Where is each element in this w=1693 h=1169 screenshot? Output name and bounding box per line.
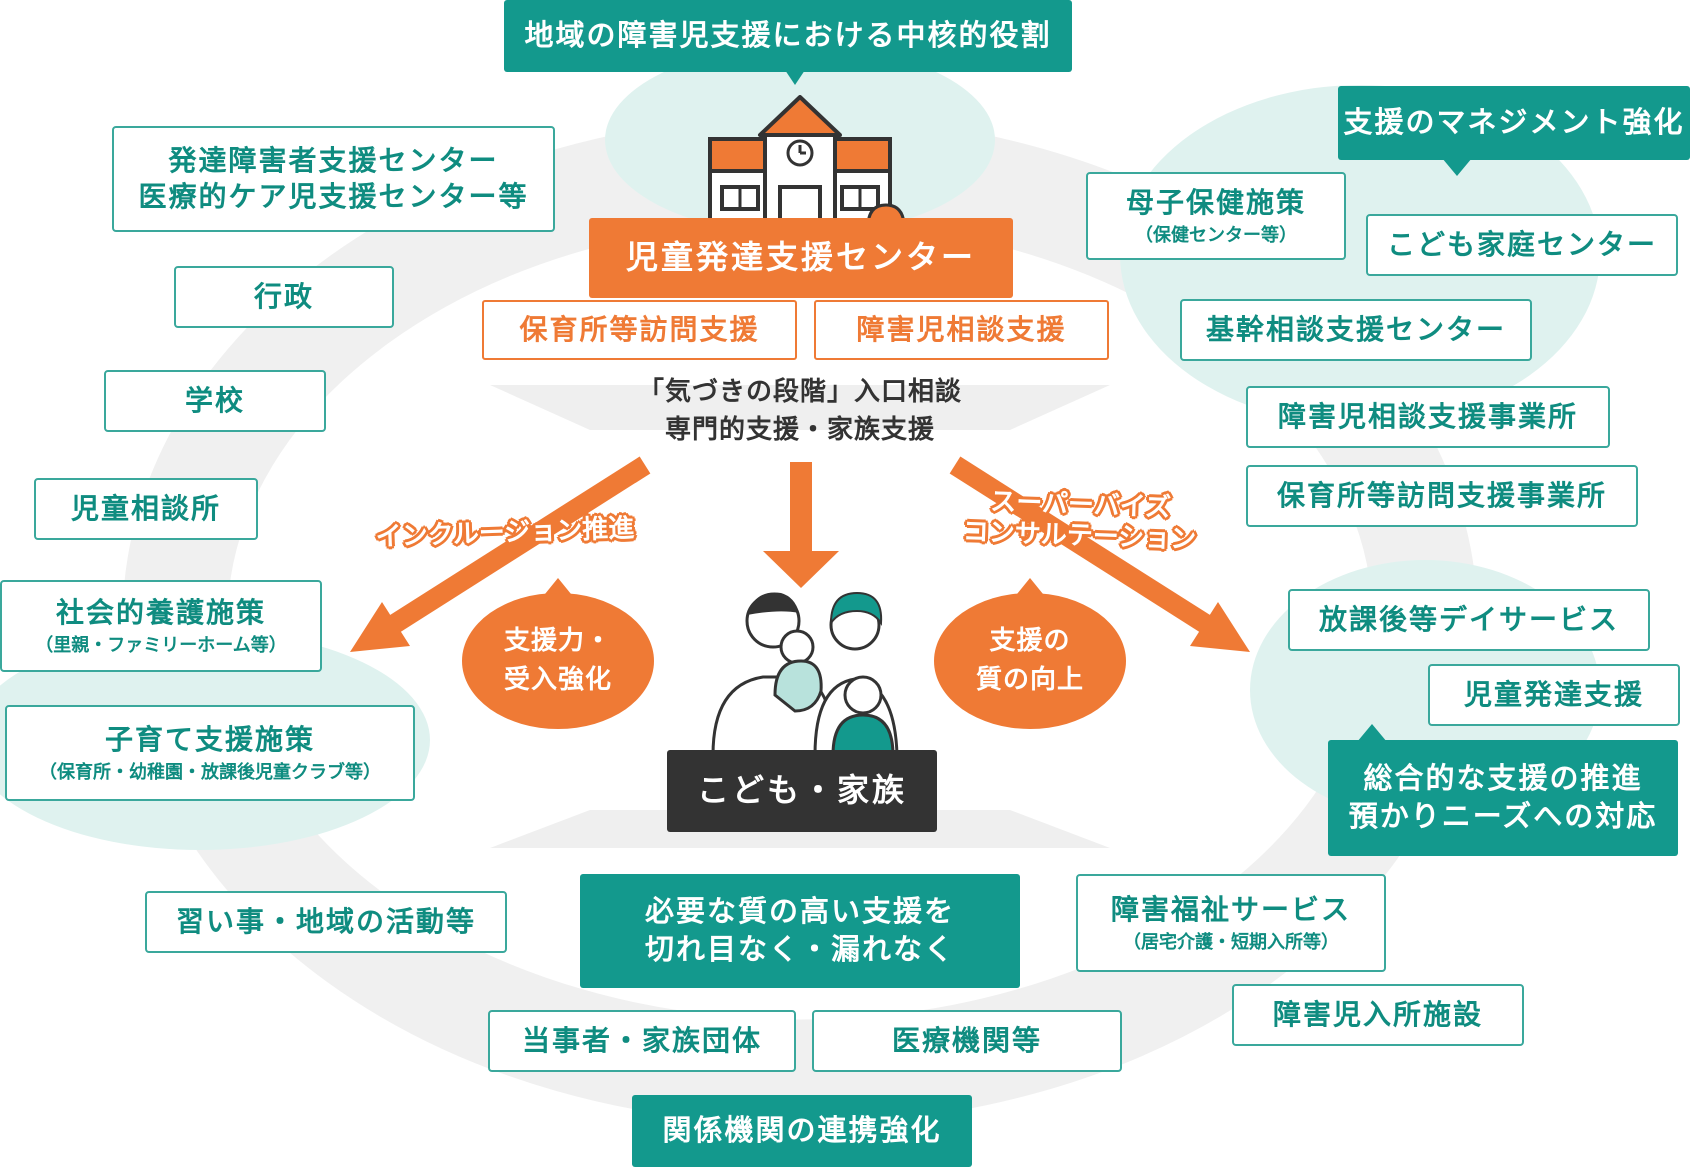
left-bubble-pointer [545,578,571,594]
management-banner-text: 支援のマネジメント強化 [1343,105,1685,140]
family-label: こども・家族 [696,771,907,810]
sodan-jigyosho-box: 障害児相談支援事業所 [1246,386,1610,448]
naraigoto-box: 習い事・地域の活動等 [145,891,507,953]
left-arrow-shaft [379,456,651,639]
stage-line-2: 専門的支援・家族支援 [664,414,935,445]
hattatsu-line-2: 医療的ケア児支援センター等 [138,180,529,213]
school-building-icon [708,95,910,233]
kosodate-sub: （保育所・幼稚園・放課後児童クラブ等） [39,761,381,783]
right-bubble: 支援の 質の向上 [934,593,1126,729]
right-arrow-label: スーパーバイズ コンサルテーション [939,485,1221,557]
kosodate-title: 子育て支援施策 [104,723,315,757]
gyosei-label: 行政 [253,279,314,313]
gakko-box: 学校 [104,370,326,432]
iryo-label: 医療機関等 [891,1023,1042,1057]
right-arrow-shaft [949,456,1221,639]
left-bubble-line-1: 支援力・ [503,626,612,656]
center-sub-right: 障害児相談支援 [856,312,1067,346]
family-illustration-icon [711,591,899,755]
bottom-main-line-2: 切れ目なく・漏れなく [644,932,955,966]
shakai-box: 社会的養護施策 （里親・ファミリーホーム等） [0,580,322,672]
kikan-sodan-box: 基幹相談支援センター [1180,299,1532,361]
sogo-line-1: 総合的な支援の推進 [1363,761,1643,796]
top-banner: 地域の障害児支援における中核的役割 [504,0,1072,72]
center-arrow-head [763,551,839,588]
hattatsu-box: 発達障害者支援センター 医療的ケア児支援センター等 [112,126,555,232]
center-title: 児童発達支援センター [625,238,976,277]
gyosei-box: 行政 [174,266,394,328]
family-box: こども・家族 [667,750,937,832]
fukushi-sub: （居宅介護・短期入所等） [1123,931,1339,953]
sogo-line-2: 預かりニーズへの対応 [1348,799,1658,833]
jido-sodan-box: 児童相談所 [34,478,258,540]
center-arrow-shaft [790,462,812,554]
fukushi-title: 障害福祉サービス [1110,893,1351,927]
upper-chevron-background [490,385,1110,430]
homon-jigyosho-label: 保育所等訪問支援事業所 [1276,478,1607,512]
management-banner: 支援のマネジメント強化 [1338,86,1690,160]
center-sub-right-box: 障害児相談支援 [814,300,1109,360]
homon-jigyosho-box: 保育所等訪問支援事業所 [1246,465,1638,527]
right-arrow-head [1190,602,1250,652]
stage-line-1: 「気づきの段階」入口相談 [637,377,962,407]
kodomo-katei-box: こども家庭センター [1366,214,1678,276]
boshi-box: 母子保健施策 （保健センター等） [1086,172,1346,260]
hokago-label: 放課後等デイサービス [1318,602,1619,636]
right-bubble-line-1: 支援の [989,626,1071,656]
shakai-title: 社会的養護施策 [55,596,266,630]
nyusho-box: 障害児入所施設 [1232,984,1524,1046]
left-arrow-head [350,602,410,652]
center-sub-left: 保育所等訪問支援 [519,312,760,346]
naraigoto-label: 習い事・地域の活動等 [175,904,476,938]
nyusho-label: 障害児入所施設 [1272,997,1483,1031]
bottom-main-line-1: 必要な質の高い支援を [644,894,955,929]
stage-text: 「気づきの段階」入口相談 専門的支援・家族支援 [590,374,1010,449]
boshi-sub: （保健センター等） [1135,224,1297,246]
sogo-box: 総合的な支援の推進 預かりニーズへの対応 [1328,740,1678,856]
top-banner-text: 地域の障害児支援における中核的役割 [524,18,1052,53]
left-bubble-line-2: 受入強化 [503,665,612,695]
boshi-title: 母子保健施策 [1125,186,1306,220]
right-bubble-line-2: 質の向上 [975,665,1084,695]
bottom-main-box: 必要な質の高い支援を 切れ目なく・漏れなく [580,874,1020,988]
iryo-box: 医療機関等 [812,1010,1122,1072]
kosodate-box: 子育て支援施策 （保育所・幼稚園・放課後児童クラブ等） [5,705,415,801]
jido-sodan-label: 児童相談所 [70,491,221,525]
sodan-jigyosho-label: 障害児相談支援事業所 [1277,399,1578,433]
left-bubble: 支援力・ 受入強化 [462,593,654,729]
hattatsu-line-1: 発達障害者支援センター [168,143,499,177]
fukushi-box: 障害福祉サービス （居宅介護・短期入所等） [1076,874,1386,972]
center-title-box: 児童発達支援センター [589,218,1013,298]
tojisha-box: 当事者・家族団体 [488,1010,796,1072]
hokago-box: 放課後等デイサービス [1288,589,1650,651]
jido-hattatsu-label: 児童発達支援 [1463,677,1644,711]
kikan-sodan-label: 基幹相談支援センター [1205,312,1506,346]
center-sub-left-box: 保育所等訪問支援 [482,300,797,360]
management-banner-pointer [1442,158,1472,176]
renkei-label: 関係機関の連携強化 [662,1113,942,1148]
gakko-label: 学校 [184,383,245,417]
tojisha-label: 当事者・家族団体 [521,1023,762,1057]
sogo-box-pointer [1357,724,1387,742]
jido-hattatsu-box: 児童発達支援 [1428,664,1680,726]
renkei-box: 関係機関の連携強化 [632,1095,972,1167]
right-bubble-pointer [1017,578,1043,594]
kodomo-katei-label: こども家庭センター [1386,227,1657,261]
shakai-sub: （里親・ファミリーホーム等） [35,634,287,656]
top-banner-pointer [785,70,805,85]
